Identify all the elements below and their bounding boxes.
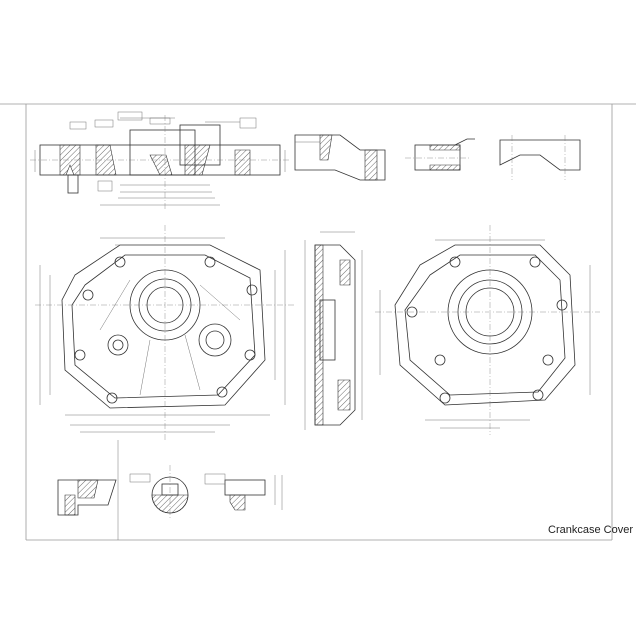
section-view-top bbox=[30, 111, 290, 210]
front-view-right bbox=[375, 225, 600, 435]
detail-views-top bbox=[405, 135, 581, 180]
detail-views-bottom bbox=[57, 465, 283, 520]
sheet-frame bbox=[0, 103, 636, 541]
front-view-left bbox=[35, 225, 295, 440]
side-view bbox=[304, 231, 363, 430]
section-view-c bbox=[294, 134, 386, 181]
drawing-title: Crankcase Cover bbox=[548, 524, 633, 536]
